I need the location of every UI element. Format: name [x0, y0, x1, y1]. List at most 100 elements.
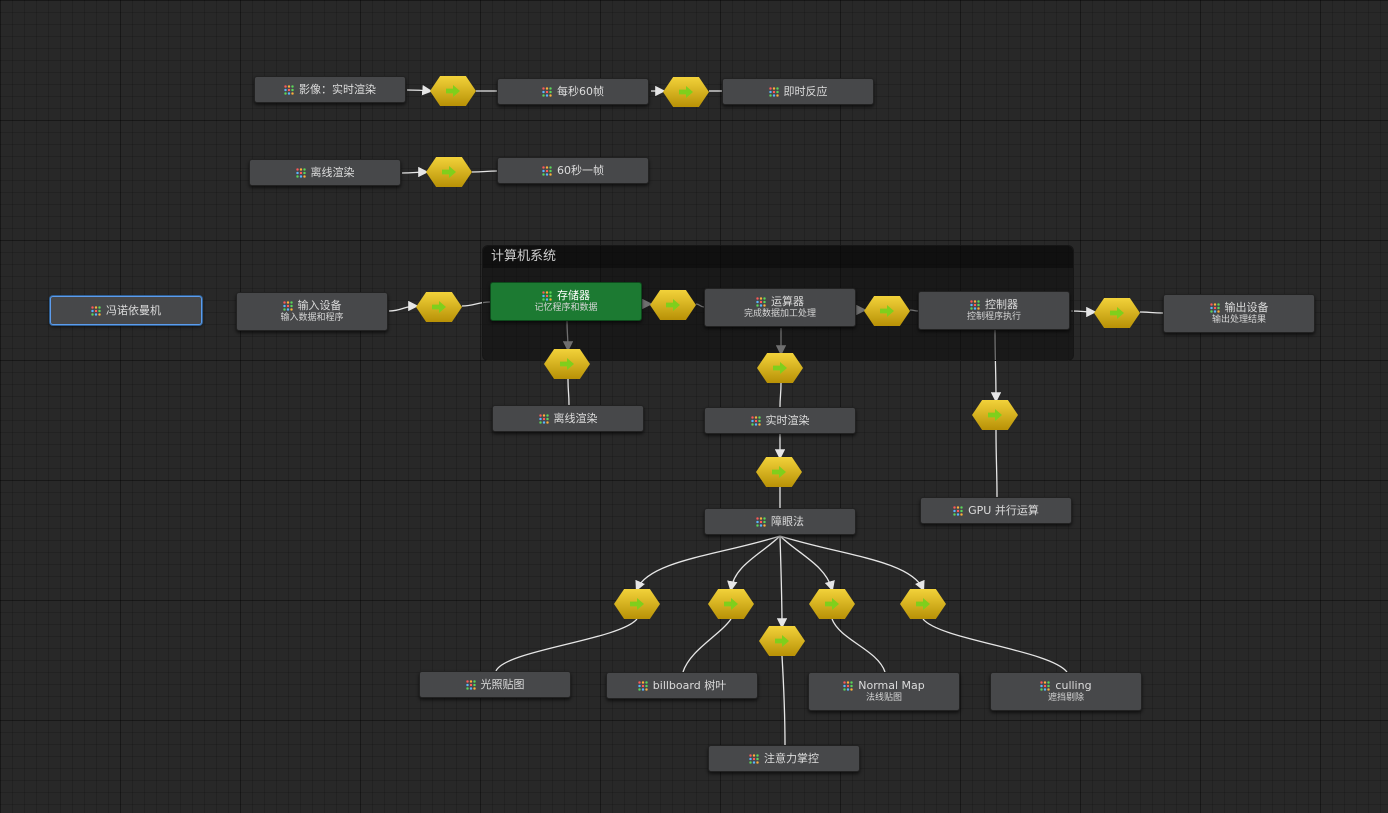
- connection-edge: [922, 618, 1068, 673]
- node-title: billboard 树叶: [652, 678, 727, 692]
- node-title: 存储器: [557, 289, 590, 302]
- transition-gate[interactable]: [972, 400, 1018, 430]
- node-title: 障眼法: [771, 514, 804, 528]
- node-title: 输出设备: [1224, 301, 1269, 314]
- graph-node-icon: [542, 86, 552, 97]
- connection-edge: [831, 618, 886, 673]
- arrow-right-icon: [775, 635, 789, 647]
- arrow-right-icon: [724, 598, 738, 610]
- node-subtitle: 法线贴图: [865, 693, 902, 703]
- node-title: 光照贴图: [480, 677, 525, 691]
- transition-gate[interactable]: [900, 589, 946, 619]
- graph-node-icon: [843, 681, 854, 691]
- graph-node-icon: [750, 415, 761, 426]
- transition-gate[interactable]: [426, 157, 472, 187]
- node-title: 实时渲染: [765, 413, 810, 427]
- node-normalmap[interactable]: Normal Map 法线贴图: [808, 672, 960, 711]
- graph-node-icon: [282, 301, 293, 311]
- arrow-right-icon: [442, 166, 456, 178]
- connection-edge: [567, 378, 570, 406]
- node-fps60[interactable]: 每秒60帧: [497, 78, 649, 105]
- node-input[interactable]: 输入设备 输入数据和程序: [236, 292, 388, 331]
- transition-gate[interactable]: [416, 292, 462, 322]
- graph-node-icon: [542, 165, 552, 176]
- node-title: 影像：实时渲染: [299, 82, 376, 96]
- transition-gate[interactable]: [1094, 298, 1140, 328]
- node-subtitle: 遮挡剔除: [1047, 693, 1084, 703]
- graph-node-icon: [1040, 681, 1051, 691]
- arrow-right-icon: [446, 85, 460, 97]
- transition-gate[interactable]: [759, 626, 805, 656]
- connection-edge: [635, 535, 781, 592]
- node-offline-top[interactable]: 离线渲染: [249, 159, 401, 186]
- transition-gate[interactable]: [614, 589, 660, 619]
- graph-node-icon: [953, 505, 964, 516]
- graph-node-icon: [749, 753, 759, 764]
- connection-edge: [779, 535, 925, 592]
- node-title: 即时反应: [783, 84, 828, 98]
- node-attention[interactable]: 注意力掌控: [708, 745, 860, 772]
- node-title: Normal Map: [858, 679, 925, 692]
- node-output[interactable]: 输出设备 输出处理结果: [1163, 294, 1315, 333]
- connection-edge: [995, 429, 998, 498]
- arrow-right-icon: [773, 362, 787, 374]
- node-title: 离线渲染: [553, 411, 598, 425]
- transition-gate[interactable]: [757, 353, 803, 383]
- graph-node-icon: [91, 305, 101, 316]
- node-subtitle: 完成数据加工处理: [743, 309, 816, 319]
- node-vonneumann[interactable]: 冯诺依曼机: [50, 296, 202, 325]
- node-culling[interactable]: culling 遮挡剔除: [990, 672, 1142, 711]
- arrow-right-icon: [679, 86, 693, 98]
- graph-node-icon: [465, 679, 476, 690]
- transition-gate[interactable]: [650, 290, 696, 320]
- arrow-right-icon: [630, 598, 644, 610]
- node-instant[interactable]: 即时反应: [722, 78, 874, 105]
- node-title: 离线渲染: [310, 165, 355, 179]
- node-title: 输入设备: [297, 299, 342, 312]
- node-gpu[interactable]: GPU 并行运算: [920, 497, 1072, 524]
- node-trick[interactable]: 障眼法: [704, 508, 856, 535]
- node-subtitle: 控制程序执行: [966, 312, 1021, 322]
- arrow-right-icon: [988, 409, 1002, 421]
- node-title: 运算器: [771, 295, 804, 308]
- node-alu[interactable]: 运算器 完成数据加工处理: [704, 288, 856, 327]
- node-video-realtime[interactable]: 影像：实时渲染: [254, 76, 406, 103]
- connection-edge: [401, 166, 429, 178]
- connection-edge: [495, 618, 638, 672]
- node-controller[interactable]: 控制器 控制程序执行: [918, 291, 1070, 330]
- graph-node-icon: [970, 300, 980, 310]
- node-sec60[interactable]: 60秒一帧: [497, 157, 649, 184]
- arrow-right-icon: [772, 466, 786, 478]
- node-title: 冯诺依曼机: [106, 303, 161, 317]
- graph-node-icon: [768, 86, 779, 97]
- node-title: 控制器: [985, 298, 1018, 311]
- transition-gate[interactable]: [756, 457, 802, 487]
- connection-edge: [779, 382, 782, 408]
- transition-gate[interactable]: [809, 589, 855, 619]
- node-realtime-mid[interactable]: 实时渲染: [704, 407, 856, 434]
- arrow-right-icon: [880, 305, 894, 317]
- connection-edge: [406, 85, 433, 96]
- transition-gate[interactable]: [430, 76, 476, 106]
- graph-node-icon: [538, 413, 549, 424]
- arrow-right-icon: [432, 301, 446, 313]
- connection-edge: [682, 618, 732, 673]
- transition-gate[interactable]: [663, 77, 709, 107]
- transition-gate[interactable]: [544, 349, 590, 379]
- connection-edge: [1139, 311, 1164, 314]
- transition-gate[interactable]: [864, 296, 910, 326]
- node-offline-mid[interactable]: 离线渲染: [492, 405, 644, 432]
- graph-node-icon: [756, 516, 766, 527]
- node-title: 60秒一帧: [557, 163, 604, 177]
- node-lightmap[interactable]: 光照贴图: [419, 671, 571, 698]
- arrow-right-icon: [825, 598, 839, 610]
- transition-gate[interactable]: [708, 589, 754, 619]
- node-subtitle: 记忆程序和数据: [534, 303, 598, 313]
- node-memory[interactable]: 存储器 记忆程序和数据: [490, 282, 642, 321]
- node-billboard[interactable]: billboard 树叶: [606, 672, 758, 699]
- arrow-right-icon: [916, 598, 930, 610]
- graph-node-icon: [295, 167, 306, 178]
- arrow-right-icon: [666, 299, 680, 311]
- group-title: 计算机系统: [483, 246, 1073, 268]
